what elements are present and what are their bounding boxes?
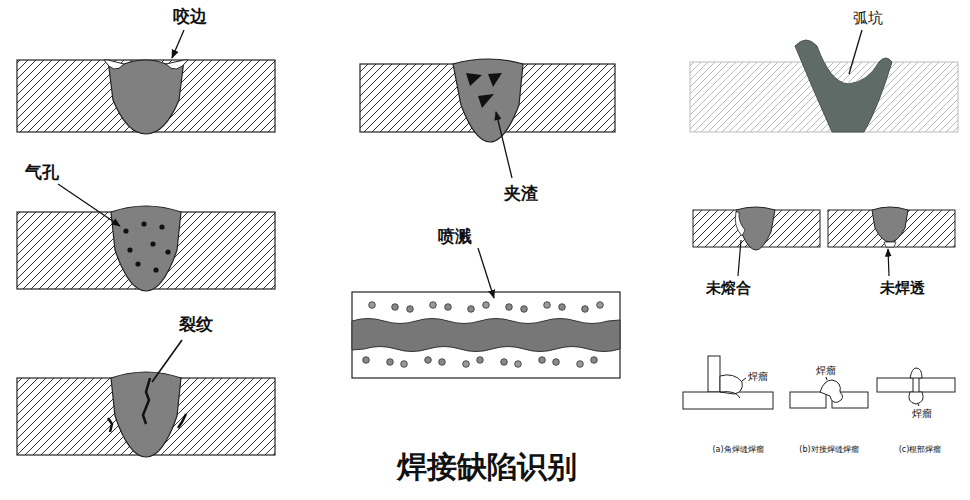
spatter-dot (515, 361, 522, 368)
defect-label: 未焊透 (880, 280, 925, 297)
spatter-dot (430, 302, 437, 309)
spatter-dot (577, 361, 584, 368)
defect-label: 裂纹 (179, 315, 213, 334)
spatter-dot (597, 302, 604, 309)
figure-caption: (b)对接焊缝焊瘤 (799, 446, 858, 455)
slag-figure (360, 59, 615, 178)
spatter-dot (407, 306, 414, 313)
spatter-figure (352, 248, 620, 378)
defect-label: 喷溅 (438, 227, 472, 246)
title: 焊接缺陷识别 (397, 450, 577, 483)
defect-label: 夹渣 (504, 184, 538, 203)
part-label: 焊瘤 (816, 365, 836, 376)
spatter-dot (468, 306, 475, 313)
spatter-dot (501, 359, 508, 366)
spatter-dot (544, 302, 551, 309)
figure-caption: (c)根部焊瘤 (899, 446, 942, 455)
crater-figure (690, 30, 958, 132)
undercut-figure (17, 30, 275, 134)
spatter-dot (369, 302, 376, 309)
spatter-dot (506, 304, 513, 311)
spatter-dot (425, 357, 432, 364)
porosity-figure (17, 184, 275, 291)
crack-figure (17, 340, 275, 457)
spatter-dot (483, 302, 490, 309)
spatter-dot (553, 359, 560, 366)
spatter-dot (392, 304, 399, 311)
fusion-figures (693, 207, 955, 276)
part-label: 焊瘤 (912, 408, 932, 419)
spatter-dot (582, 306, 589, 313)
spatter-dot (477, 357, 484, 364)
overlap-figures (683, 356, 955, 409)
defect-label: 未熔合 (706, 280, 751, 297)
spatter-dot (521, 306, 528, 313)
defect-label: 弧坑 (853, 10, 883, 27)
spatter-dot (439, 359, 446, 366)
spatter-dot (387, 359, 394, 366)
defect-label: 咬边 (173, 7, 207, 26)
part-label: 焊瘤 (748, 371, 768, 382)
spatter-dot (463, 361, 470, 368)
spatter-dot (445, 304, 452, 311)
spatter-dot (539, 357, 546, 364)
figure-caption: (a)角焊缝焊瘤 (712, 446, 763, 455)
spatter-dot (401, 361, 408, 368)
defect-label: 气孔 (25, 163, 59, 182)
spatter-dot (363, 357, 370, 364)
spatter-dot (559, 304, 566, 311)
spatter-dot (591, 357, 598, 364)
